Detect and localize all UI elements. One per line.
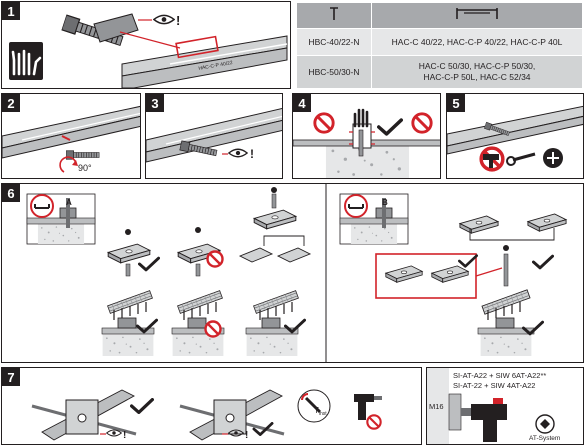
- table-row: HBC-50/30-N HAC-C 50/30, HAC-C-P 50/30, …: [296, 55, 583, 89]
- gloves-icon: [9, 42, 43, 80]
- step-5-illustration: [447, 105, 583, 172]
- hammer-icon: [483, 154, 499, 168]
- step-5-panel: 5: [446, 93, 584, 179]
- table-cell-channels: HAC-C 40/22, HAC-C-P 40/22, HAC-C-P 40L: [371, 28, 583, 56]
- checkmark-icon: [284, 318, 306, 334]
- wrench-icon: [506, 152, 536, 166]
- prohibited-icon: [313, 112, 335, 134]
- table-cell-model: HBC-50/30-N: [296, 55, 372, 89]
- step-1-panel: 1 ! HAC-C-P 40/22: [1, 1, 291, 89]
- checkmark-icon: [377, 118, 403, 136]
- svg-text:!: !: [245, 430, 248, 441]
- table-cell-channels-line: HAC-C 50/30, HAC-C-P 50/30,: [418, 61, 536, 71]
- svg-text:!: !: [176, 13, 180, 28]
- at-system-label: AT-System: [529, 435, 561, 442]
- rotation-angle-label: 90°: [78, 163, 92, 173]
- step-7-illustration: ! !: [31, 389, 382, 441]
- step-3-panel: 3 !: [145, 93, 283, 179]
- step-6-illustration: [26, 184, 567, 362]
- step-number-3: 3: [146, 94, 164, 112]
- checkmark-icon: [532, 254, 554, 270]
- t-bolt-icon: [330, 7, 338, 20]
- tool-combo-line-2: SI-AT-22 + SIW 4AT-A22: [453, 381, 536, 390]
- checkmark-icon: [130, 398, 154, 414]
- step-number-7: 7: [2, 368, 20, 386]
- table-header-bolt-icon: [296, 2, 372, 29]
- checkmark-icon: [138, 256, 160, 272]
- torque-label-sub: inst: [318, 411, 327, 417]
- step-4-panel: 4: [292, 93, 441, 179]
- step-number-6: 6: [2, 184, 20, 202]
- table-row: HBC-40/22-N HAC-C 40/22, HAC-C-P 40/22, …: [296, 28, 583, 56]
- rotate-arrow-icon: [59, 156, 78, 173]
- table-cell-model: HBC-40/22-N: [296, 28, 372, 56]
- step-4-illustration: [293, 108, 440, 178]
- step-7-panel: 7 ! ! Tinst: [1, 367, 422, 445]
- step-1-illustration: !: [9, 13, 288, 88]
- step-3-illustration: !: [146, 107, 282, 163]
- table-cell-channels: HAC-C 50/30, HAC-C-P 50/30, HAC-C-P 50L,…: [371, 55, 583, 89]
- table-cell-channels-line: HAC-C-P 50L, HAC-C 52/34: [423, 72, 531, 82]
- bolt-size-label: M16: [429, 402, 444, 411]
- detail-b-label: B: [382, 198, 388, 207]
- svg-text:!: !: [123, 430, 126, 441]
- torque-label-t: T: [314, 406, 319, 415]
- tool-recommendation-panel: M16 SI-AT-A22 + SIW 6AT-A22** SI-AT-22 +…: [426, 367, 584, 445]
- drill-icon: [354, 394, 382, 420]
- step-number-2: 2: [2, 94, 20, 112]
- prohibited-icon: [206, 250, 224, 268]
- svg-text:!: !: [250, 147, 254, 161]
- step-6-panel: 6: [1, 183, 584, 363]
- at-system-icon: [535, 414, 555, 434]
- compatibility-table: HBC-40/22-N HAC-C 40/22, HAC-C-P 40/22, …: [296, 2, 583, 89]
- step-number-1: 1: [2, 2, 20, 20]
- eye-icon: [228, 148, 248, 158]
- detail-a-label: A: [66, 198, 72, 207]
- eye-icon: [153, 14, 175, 25]
- prohibited-icon: [366, 414, 382, 430]
- step-2-illustration: [2, 105, 140, 173]
- eye-icon: [106, 429, 122, 437]
- tool-combo-line-1: SI-AT-A22 + SIW 6AT-A22**: [453, 371, 547, 380]
- table-header-channel-icon: [371, 2, 583, 29]
- prohibited-icon: [411, 112, 433, 134]
- step-2-panel: 2 90°: [1, 93, 141, 179]
- drill-icon: [471, 398, 507, 442]
- wrench-icon: [301, 393, 322, 414]
- step-number-5: 5: [447, 94, 465, 112]
- step-number-4: 4: [293, 94, 311, 112]
- channel-profile-icon: [456, 8, 498, 19]
- prohibited-icon: [204, 320, 222, 338]
- tool-illustration: [427, 368, 555, 444]
- torque-label: Tinst: [314, 406, 327, 417]
